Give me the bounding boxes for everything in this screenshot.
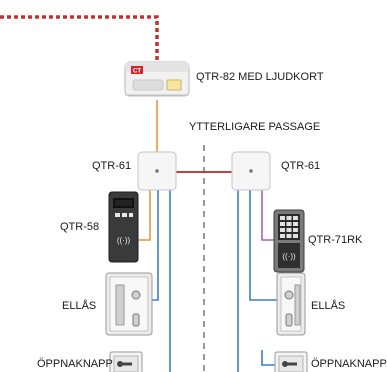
keypad-reader-qtr71rk: ((·)) <box>273 209 305 273</box>
electric-lock-left <box>105 272 153 336</box>
qtr58-label: QTR-58 <box>60 221 100 233</box>
orange-wire-reader <box>138 190 151 241</box>
blue-wire-button-right-b <box>261 350 275 366</box>
module-box-left <box>137 151 177 191</box>
extra-passage-label: YTTERLIGARE PASSAGE <box>189 121 321 133</box>
nfc-icon-right: ((·)) <box>282 252 296 261</box>
network-line <box>0 15 159 62</box>
ellas-right-label: ELLÅS <box>311 300 346 312</box>
card-reader-qtr58: ((·)) <box>108 191 139 263</box>
qtr61-left-label: QTR-61 <box>92 160 132 172</box>
electric-lock-right <box>276 272 306 336</box>
blue-wire-lock-left <box>152 190 159 301</box>
controller-label: QTR-82 MED LJUDKORT <box>196 71 324 83</box>
nfc-icon: ((·)) <box>117 236 131 245</box>
controller-logo: CT <box>133 69 141 75</box>
exit-button-right <box>274 351 308 372</box>
ellas-left-label: ELLÅS <box>62 300 97 312</box>
exit-button-left <box>109 351 143 372</box>
controller-device: CT <box>124 61 190 97</box>
module-box-right <box>231 151 271 191</box>
qtr61-right-label: QTR-61 <box>281 160 321 172</box>
qtr71rk-label: QTR-71RK <box>308 234 363 246</box>
purple-wire-reader <box>261 190 274 241</box>
blue-wire-lock-right <box>249 190 277 301</box>
oppnaknapp-left-label: ÖPPNAKNAPP <box>37 358 113 370</box>
oppnaknapp-right-label: ÖPPNAKNAPP <box>311 358 387 370</box>
